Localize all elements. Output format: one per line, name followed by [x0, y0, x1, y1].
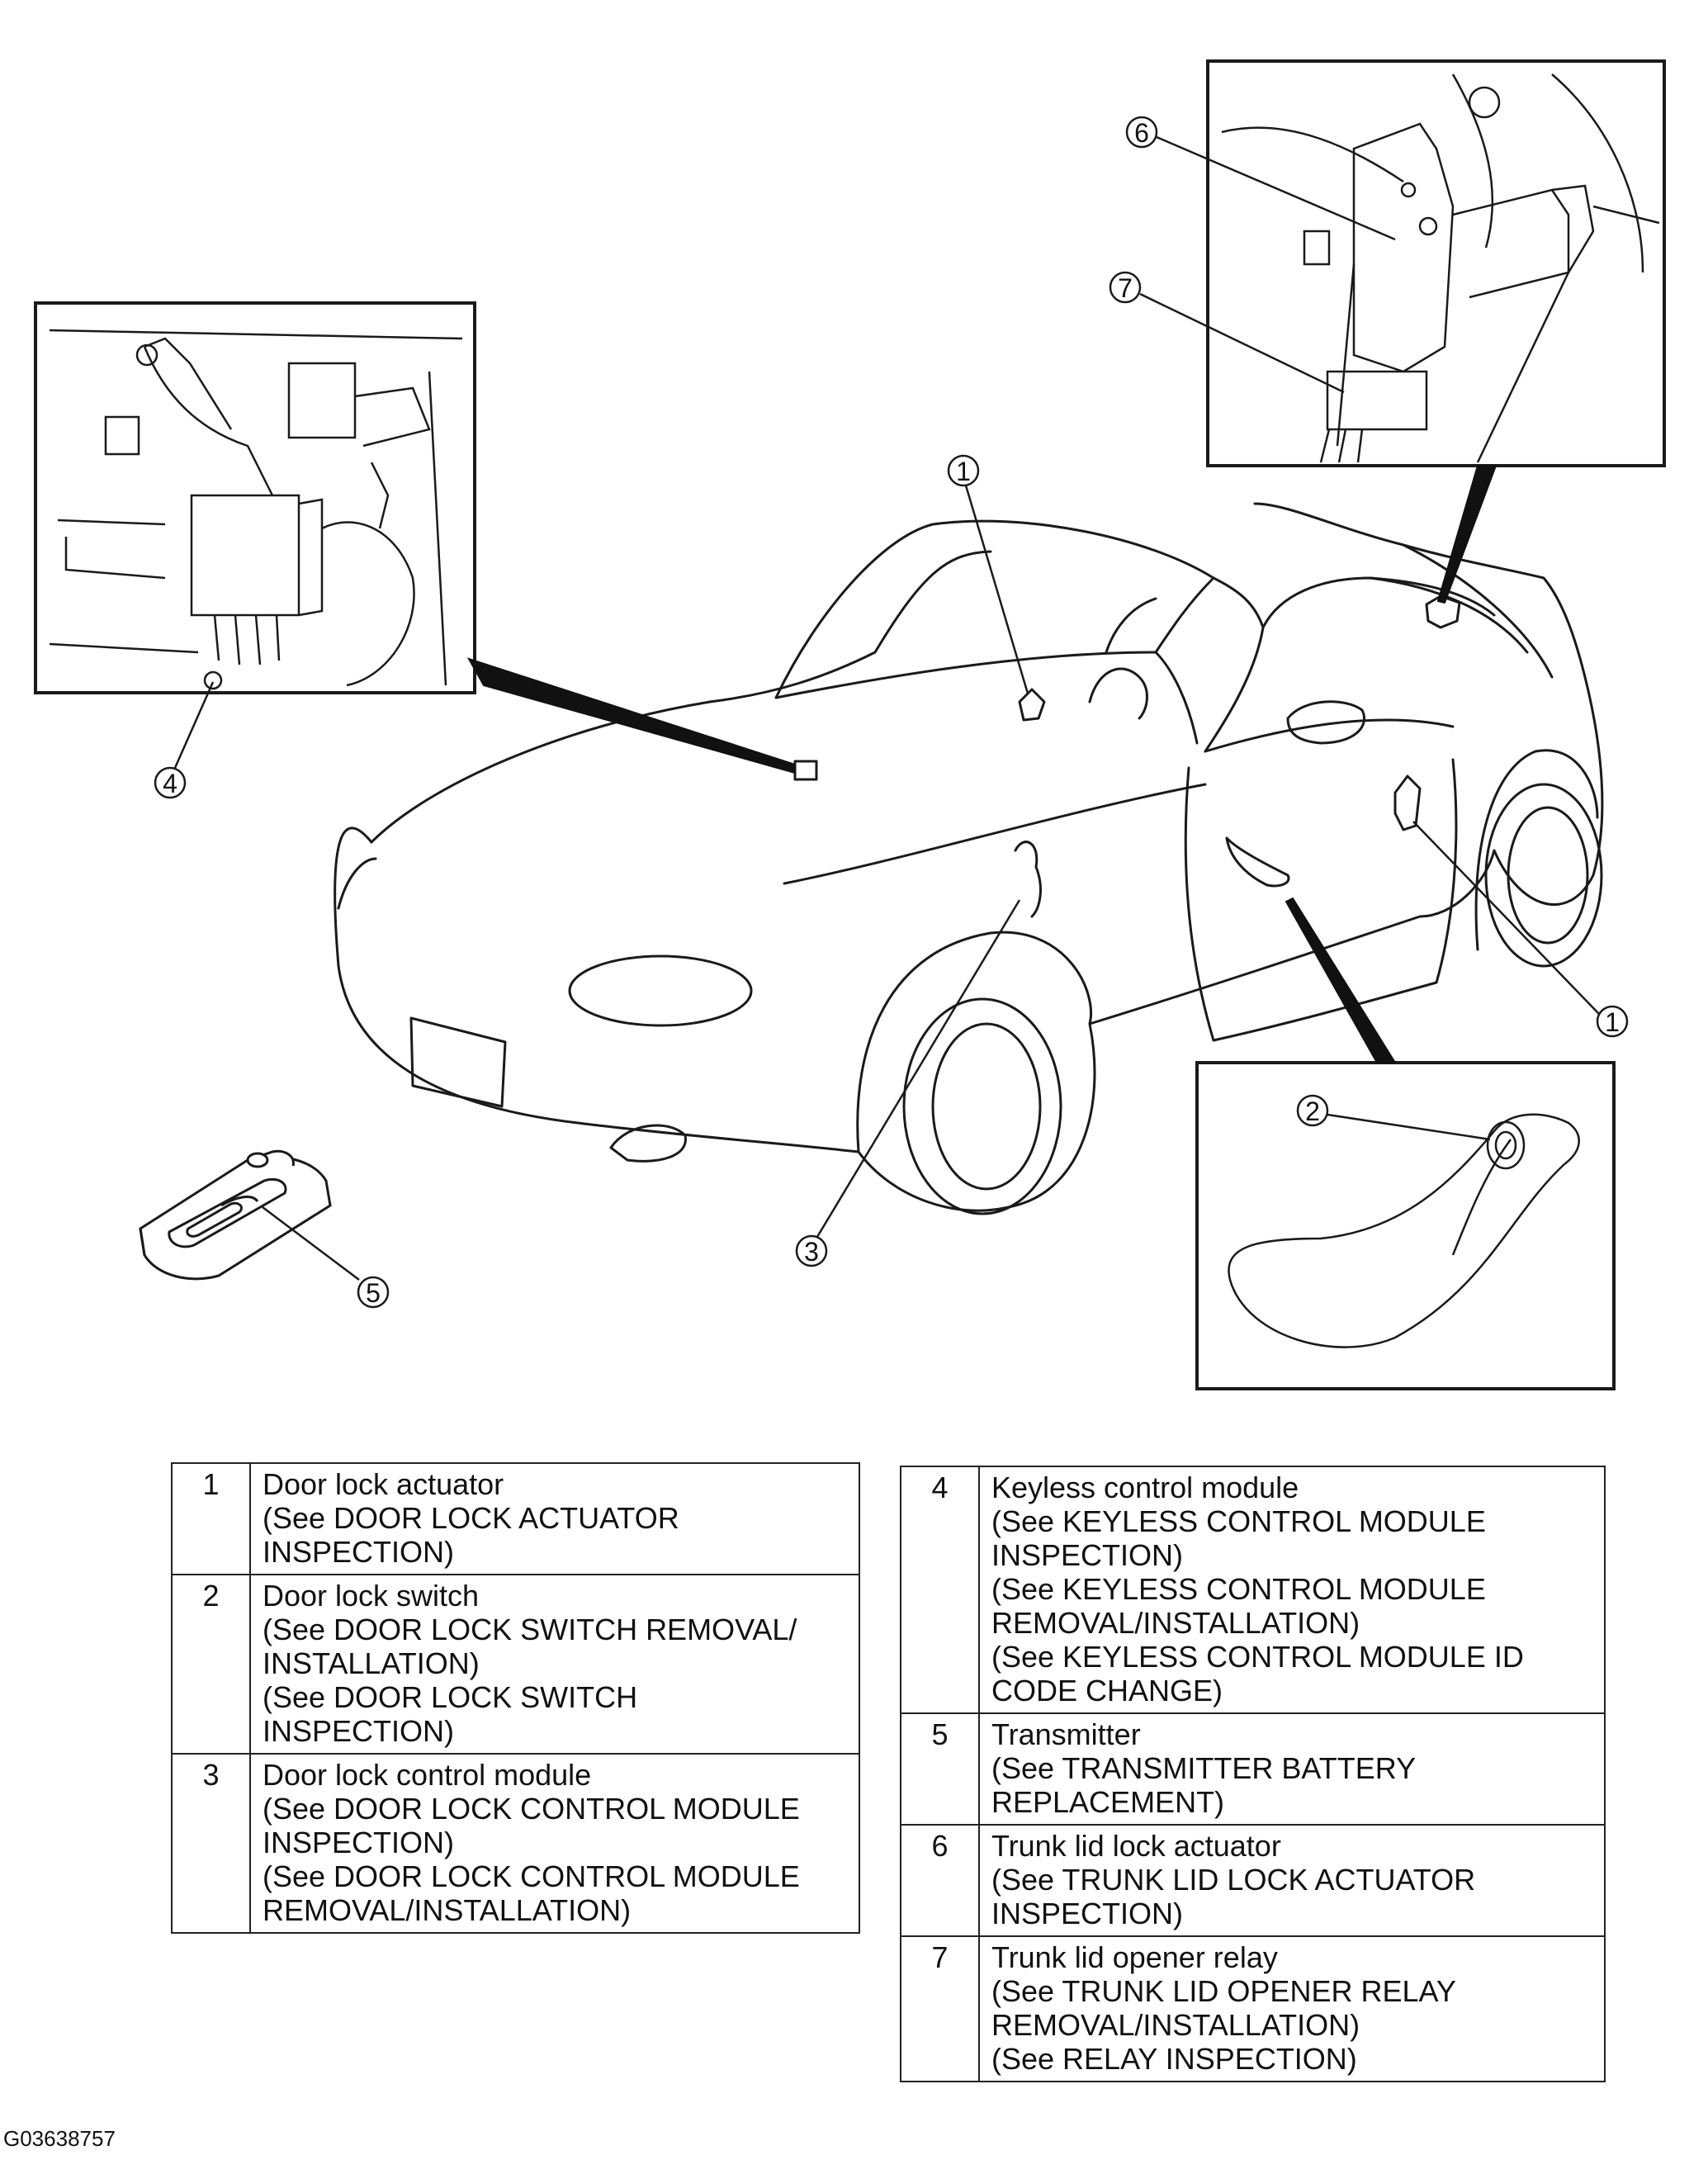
- legend-description-line: Keyless control module: [991, 1471, 1299, 1504]
- legend-item-number: 7: [900, 1935, 980, 2082]
- legend-item-number: 4: [900, 1466, 980, 1714]
- legend-item-number: 2: [171, 1574, 251, 1755]
- legend-description-line: INSPECTION): [991, 1897, 1184, 1930]
- legend-description-line: REMOVAL/INSTALLATION): [991, 1606, 1360, 1640]
- legend-description-line: Door lock switch: [263, 1579, 480, 1613]
- legend-description-line: (See KEYLESS CONTROL MODULE ID: [991, 1640, 1524, 1674]
- door-handle-mark: [1225, 836, 1290, 888]
- legend-description-line: Door lock actuator: [263, 1467, 504, 1501]
- figure-code: G03638757: [3, 2126, 116, 2151]
- legend-description-line: (See DOOR LOCK SWITCH: [263, 1680, 638, 1714]
- legend-description-line: (See RELAY INSPECTION): [991, 2042, 1357, 2076]
- legend-item-description: Trunk lid opener relay(See TRUNK LID OPE…: [978, 1935, 1606, 2082]
- car-callouts: 1 1 3: [795, 454, 1629, 1267]
- legend-description-line: INSPECTION): [263, 1535, 455, 1569]
- legend-description-line: (See TRANSMITTER BATTERY: [991, 1751, 1417, 1785]
- keyless-module-location-mark: [793, 760, 818, 781]
- inset-trunk-lid: 6 7: [1109, 59, 1666, 604]
- transmitter-key-fob: 5: [139, 1149, 390, 1309]
- callout-2: 2: [1305, 1096, 1320, 1126]
- car-outline: [334, 502, 1604, 1215]
- callout-4: 4: [163, 769, 177, 798]
- legend-item-description: Trunk lid lock actuator(See TRUNK LID LO…: [978, 1824, 1606, 1937]
- legend-description-line: Door lock control module: [263, 1758, 592, 1792]
- legend-description-line: (See DOOR LOCK ACTUATOR: [263, 1501, 679, 1535]
- legend-item-description: Door lock actuator(See DOOR LOCK ACTUATO…: [249, 1462, 860, 1575]
- legend-description-line: INSPECTION): [263, 1714, 455, 1748]
- actuator-mark-right: [1393, 774, 1422, 831]
- legend-description-line: (See KEYLESS CONTROL MODULE: [991, 1572, 1486, 1606]
- legend-description-line: Transmitter: [991, 1717, 1141, 1751]
- legend-description-line: INSTALLATION): [263, 1646, 480, 1680]
- legend-item-number: 5: [900, 1712, 980, 1826]
- legend-description-line: REMOVAL/INSTALLATION): [991, 2008, 1360, 2042]
- legend-item-description: Keyless control module(See KEYLESS CONTR…: [978, 1466, 1606, 1714]
- legend-description-line: (See KEYLESS CONTROL MODULE: [991, 1504, 1486, 1538]
- legend-description-line: Trunk lid lock actuator: [991, 1829, 1281, 1863]
- inset-keyless-control-module: 4: [34, 301, 796, 799]
- actuator-mark-left: [1018, 688, 1046, 722]
- legend-item-number: 1: [171, 1462, 251, 1575]
- legend-description-line: (See DOOR LOCK CONTROL MODULE: [263, 1792, 800, 1826]
- legend-description-line: (See TRUNK LID LOCK ACTUATOR: [991, 1863, 1476, 1897]
- legend-item-number: 3: [171, 1753, 251, 1934]
- callout-7: 7: [1118, 273, 1133, 303]
- legend-description-line: REMOVAL/INSTALLATION): [263, 1893, 632, 1927]
- door-lock-control-module-mark: [1014, 841, 1042, 918]
- legend-item-number: 6: [900, 1824, 980, 1937]
- callout-6: 6: [1134, 118, 1149, 148]
- legend-description-line: INSPECTION): [991, 1538, 1184, 1572]
- legend-item-description: Door lock switch(See DOOR LOCK SWITCH RE…: [249, 1574, 860, 1755]
- inset-door-lock-switch: 2: [1195, 897, 1616, 1390]
- legend-description-line: CODE CHANGE): [991, 1674, 1223, 1707]
- legend-description-line: (See TRUNK LID OPENER RELAY: [991, 1974, 1456, 2008]
- legend-description-line: (See DOOR LOCK SWITCH REMOVAL/: [263, 1613, 797, 1646]
- legend-description-line: INSPECTION): [263, 1826, 455, 1859]
- callout-3: 3: [804, 1237, 819, 1267]
- door-lock-component-diagram: 4 6 7: [34, 59, 1666, 1390]
- callout-5: 5: [366, 1278, 381, 1308]
- callout-1-lower: 1: [1605, 1007, 1620, 1037]
- callout-1-upper: 1: [956, 457, 971, 486]
- legend-description-line: REPLACEMENT): [991, 1785, 1225, 1819]
- legend-description-line: Trunk lid opener relay: [991, 1940, 1278, 1974]
- legend-description-line: (See DOOR LOCK CONTROL MODULE: [263, 1859, 800, 1893]
- legend-item-description: Door lock control module(See DOOR LOCK C…: [249, 1753, 860, 1934]
